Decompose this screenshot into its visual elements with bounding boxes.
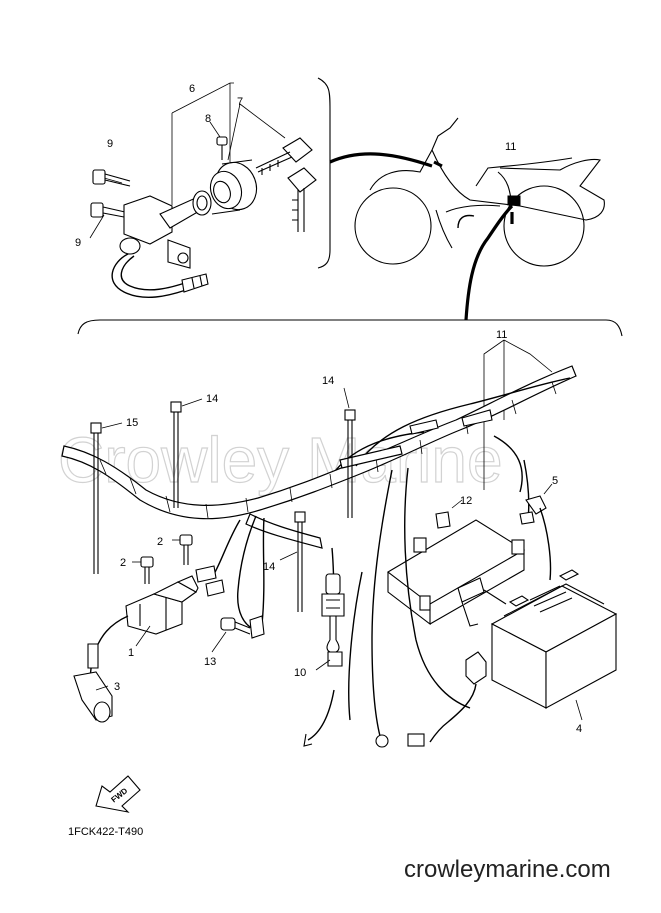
ignition-coil-icon	[87, 575, 199, 689]
callout-10: 10	[294, 667, 306, 679]
callout-9: 9	[107, 138, 113, 150]
main-bracket	[77, 319, 623, 337]
part-code-label: 1FCK422-T490	[68, 826, 144, 838]
wire-harness-group	[61, 339, 577, 748]
battery-tray-icon	[387, 459, 530, 747]
cable-tie-icon	[90, 422, 123, 574]
main-switch-group	[89, 82, 317, 298]
key-icon	[255, 137, 313, 175]
callout-3: 3	[114, 681, 120, 693]
divider-bracket	[317, 77, 331, 269]
callout-11: 11	[496, 329, 507, 341]
fuse-holder-icon	[315, 573, 345, 671]
callout-2: 2	[120, 557, 126, 569]
connector-arc	[329, 152, 433, 168]
callout-6: 6	[189, 83, 195, 95]
cable-tie-icon	[170, 398, 203, 508]
screw-icon	[216, 136, 228, 160]
callout-2: 2	[157, 536, 163, 548]
callout-8: 8	[205, 113, 211, 125]
callout-14: 14	[263, 561, 275, 573]
callout-11: 11	[505, 141, 516, 153]
callout-12: 12	[460, 495, 472, 507]
bolt-icon	[90, 202, 126, 218]
fwd-arrow-icon: FWD	[95, 775, 141, 813]
main-switch-icon	[119, 190, 212, 269]
callout-14: 14	[322, 375, 334, 387]
callout-13: 13	[204, 656, 216, 668]
callout-4: 4	[576, 723, 582, 735]
bolt-icon	[132, 556, 154, 584]
bolt-icon	[211, 617, 251, 653]
scooter-leader	[464, 204, 514, 321]
callout-14: 14	[206, 393, 218, 405]
key-icon	[287, 167, 317, 232]
battery-icon	[490, 569, 618, 721]
site-url-label: crowleymarine.com	[404, 856, 611, 883]
spark-plug-cap-icon	[73, 671, 113, 723]
cable-tie-icon	[343, 387, 356, 518]
callout-9: 9	[75, 237, 81, 249]
callout-7: 7	[237, 96, 243, 108]
cable-tie-icon	[279, 511, 306, 612]
seat-lock-icon	[209, 159, 258, 215]
battery-band-clip-icon	[519, 483, 553, 581]
callout-5: 5	[552, 475, 558, 487]
scooter-silhouette-icon	[354, 117, 605, 267]
bolt-icon	[172, 534, 193, 565]
callout-15: 15	[126, 417, 138, 429]
bolt-icon	[92, 169, 131, 187]
callout-1: 1	[128, 647, 134, 659]
